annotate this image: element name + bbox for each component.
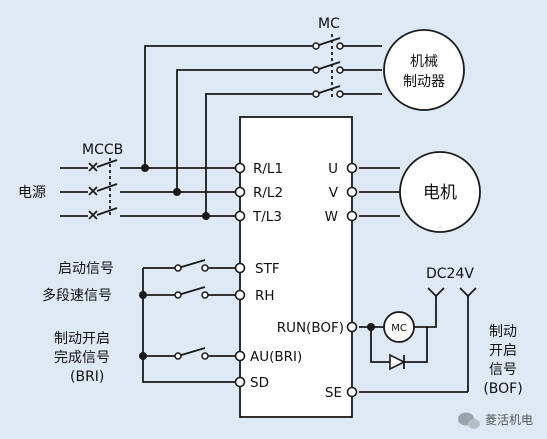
dc24v-label: DC24V (426, 266, 474, 282)
brake-open-label-2: 完成信号 (54, 350, 110, 366)
mccb-x-mark (88, 186, 98, 196)
terminal-label-sd: SD (250, 375, 269, 391)
junction-dot (202, 212, 210, 220)
terminal-label-run: RUN(BOF) (277, 320, 344, 336)
mccb-label: MCCB (82, 142, 123, 158)
terminal-label-stf: STF (255, 261, 280, 277)
terminal-label-rh: RH (255, 288, 275, 304)
junction-dot (139, 352, 147, 360)
terminal-v (346, 186, 358, 198)
terminal-rl1 (234, 162, 246, 174)
terminal-au (234, 350, 246, 362)
junction-dot (173, 188, 181, 196)
brake-open-label-1: 制动开启 (54, 331, 110, 347)
junction-dot (141, 164, 149, 172)
terminal-w (346, 210, 358, 222)
terminal-label-w: W (325, 209, 338, 225)
watermark: 菱活机电 (458, 412, 533, 429)
terminal-label-se: SE (325, 385, 342, 401)
brake-sig-label-4: (BOF) (483, 381, 522, 397)
terminal-run (346, 321, 358, 333)
mccb-x-mark (88, 162, 98, 172)
brake-sig-label-2: 开启 (489, 343, 517, 359)
brake-circle (383, 29, 465, 111)
motor-circle (399, 151, 481, 233)
terminal-label-u: U (328, 161, 338, 177)
motor-label: 电机 (423, 183, 457, 203)
mc-coil-label: MC (391, 323, 407, 334)
brake-sig-label-1: 制动 (489, 324, 517, 340)
terminal-label-v: V (329, 185, 339, 201)
terminal-tl3 (234, 210, 246, 222)
diode-icon (389, 353, 406, 371)
terminal-rh (234, 289, 246, 301)
terminal-sd (234, 376, 246, 388)
junction-dot (367, 323, 375, 331)
terminal-se (346, 386, 358, 398)
terminal-label-rl1: R/L1 (253, 161, 283, 177)
mc-label: MC (318, 16, 340, 32)
start-signal-label: 启动信号 (58, 261, 114, 277)
multi-speed-label: 多段速信号 (42, 287, 112, 304)
terminal-label-tl3: T/L3 (252, 209, 282, 225)
brake-sig-label-3: 信号 (489, 362, 517, 378)
power-label: 电源 (18, 185, 46, 201)
junction-dot (139, 291, 147, 299)
brake-open-label-3: (BRI) (70, 369, 104, 385)
terminal-label-rl2: R/L2 (253, 185, 283, 201)
terminal-rl2 (234, 186, 246, 198)
brake-label-1: 机械 (410, 54, 438, 70)
terminal-u (346, 162, 358, 174)
inverter-box (239, 116, 353, 418)
svg-text:菱活机电: 菱活机电 (485, 413, 533, 427)
terminal-label-au: AU(BRI) (250, 349, 302, 365)
terminal-stf (234, 262, 246, 274)
mccb-x-mark (88, 210, 98, 220)
brake-label-2: 制动器 (403, 74, 445, 90)
